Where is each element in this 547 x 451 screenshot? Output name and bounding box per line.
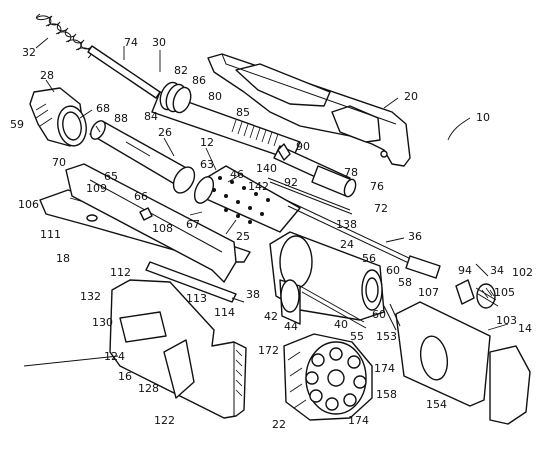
label-cap-inner: 68 <box>96 102 110 115</box>
label-lower-rod: 40 <box>334 318 348 331</box>
label-barrel-tube: 80 <box>208 90 222 103</box>
label-barrel: 12 <box>200 136 214 149</box>
label-barrel-end: 84 <box>144 110 158 123</box>
slide <box>39 163 251 283</box>
label-screw: 34 <box>490 264 504 277</box>
label-slide-edge: 109 <box>86 182 107 195</box>
label-spring: 32 <box>22 46 36 59</box>
barrel-tube <box>151 81 301 161</box>
label-stock-pin: 153 <box>376 330 397 343</box>
label-pin-b: 142 <box>248 180 269 193</box>
label-rail: 138 <box>336 218 357 231</box>
stock <box>383 301 531 425</box>
label-rail-pin: 112 <box>110 266 131 279</box>
label-collar: 82 <box>174 64 188 77</box>
label-shroud-ring: 46 <box>230 168 244 181</box>
trigger-link <box>145 261 245 303</box>
label-cyl-ring-b: 58 <box>398 276 412 289</box>
label-collar-edge: 86 <box>192 74 206 87</box>
label-gas-tube: 90 <box>296 140 310 153</box>
label-guide-rod: 74 <box>124 36 138 49</box>
label-knob-cap: 103 <box>496 314 517 327</box>
sleeve <box>89 120 196 194</box>
reference-numerals: 32 74 30 28 68 59 70 88 26 82 86 80 84 8… <box>10 36 533 431</box>
label-drum-top: 172 <box>258 344 279 357</box>
label-barrel-body: 85 <box>236 106 250 119</box>
label-mount-c: 44 <box>284 320 298 333</box>
drum <box>283 333 373 421</box>
label-stock-body: 154 <box>426 398 447 411</box>
label-knob: 102 <box>512 266 533 279</box>
label-receiver-top: 130 <box>92 316 113 329</box>
gas-tube <box>273 143 357 198</box>
knob-assembly <box>455 279 499 309</box>
label-slide-front: 106 <box>18 198 39 211</box>
label-sleeve: 26 <box>158 126 172 139</box>
label-cap-tip: 88 <box>114 112 128 125</box>
label-trigger-end: 114 <box>214 306 235 319</box>
pins <box>267 177 353 215</box>
label-receiver-foot: 122 <box>154 414 175 427</box>
label-pin-a: 140 <box>256 162 277 175</box>
label-shroud-end: 67 <box>186 218 200 231</box>
receiver <box>109 279 247 419</box>
label-drum-a: 174 <box>374 362 395 375</box>
label-nozzle-end: 76 <box>370 180 384 193</box>
label-assembly: 10 <box>476 111 490 124</box>
label-shroud-body: 25 <box>236 230 250 243</box>
label-receiver-side: 124 <box>104 350 125 363</box>
label-rod-tip: 107 <box>418 286 439 299</box>
label-slide-pin: 111 <box>40 228 61 241</box>
label-shroud-top: 63 <box>200 158 214 171</box>
label-drum: 22 <box>272 418 286 431</box>
label-receiver: 16 <box>118 370 132 383</box>
rail <box>285 199 441 279</box>
frame <box>207 53 411 167</box>
label-slide-mid: 66 <box>134 190 148 203</box>
label-cap-base: 70 <box>52 156 66 169</box>
label-cap-edge: 59 <box>10 118 24 131</box>
label-nozzle-tip: 72 <box>374 202 388 215</box>
label-screw-head: 94 <box>458 264 472 277</box>
label-receiver-base: 128 <box>138 382 159 395</box>
label-muzzle-cap: 28 <box>40 69 54 82</box>
label-nozzle: 78 <box>344 166 358 179</box>
label-stock-edge: 60 <box>372 308 386 321</box>
label-trigger-link: 113 <box>186 292 207 305</box>
label-mount-b: 42 <box>264 310 278 323</box>
label-drum-c: 174 <box>348 414 369 427</box>
label-frame: 20 <box>404 90 418 103</box>
label-slide: 18 <box>56 252 70 265</box>
label-slide-left: 65 <box>104 170 118 183</box>
shroud <box>193 165 301 233</box>
guide-rod <box>87 45 161 99</box>
label-rod-top: 30 <box>152 36 166 49</box>
label-rod-long: 36 <box>408 230 422 243</box>
label-cylinder-face: 56 <box>362 252 376 265</box>
label-slide-tab: 108 <box>152 222 173 235</box>
label-cylinder-mount: 24 <box>340 238 354 251</box>
label-pin-c: 92 <box>284 176 298 189</box>
leader-lines <box>23 37 509 367</box>
label-trigger-pin: 132 <box>80 290 101 303</box>
muzzle-cap <box>29 87 87 147</box>
lower-rod <box>299 285 367 329</box>
label-lower-rod-end: 55 <box>350 330 364 343</box>
label-knob-ring: 105 <box>494 286 515 299</box>
cylinder-mount <box>269 231 385 325</box>
label-cyl-ring-a: 60 <box>386 264 400 277</box>
label-mount-a: 38 <box>246 288 260 301</box>
label-stock: 14 <box>518 322 532 335</box>
label-drum-b: 158 <box>376 388 397 401</box>
